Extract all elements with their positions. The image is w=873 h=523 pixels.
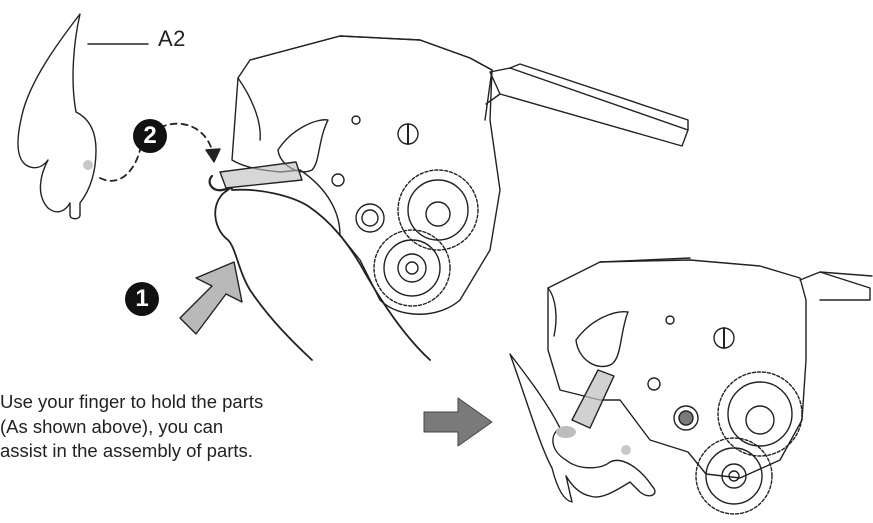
step-2-badge: 2 <box>133 119 167 153</box>
finger <box>214 188 431 361</box>
step-1-badge: 1 <box>125 282 159 316</box>
instruction-line-3: assist in the assembly of parts. <box>0 440 253 461</box>
assembled-view <box>509 257 873 515</box>
result-arrow <box>423 397 493 447</box>
part-a2 <box>17 13 149 220</box>
dashed-arrow-head <box>205 148 221 163</box>
part-label-a2: A2 <box>158 26 186 51</box>
push-arrow <box>179 261 243 335</box>
instruction-line-1: Use your finger to hold the parts <box>0 391 264 412</box>
a2-dot <box>83 160 93 170</box>
instruction-text: Use your finger to hold the parts (As sh… <box>0 390 263 464</box>
instruction-line-2: (As shown above), you can <box>0 415 224 437</box>
upper-assembly <box>208 35 689 315</box>
